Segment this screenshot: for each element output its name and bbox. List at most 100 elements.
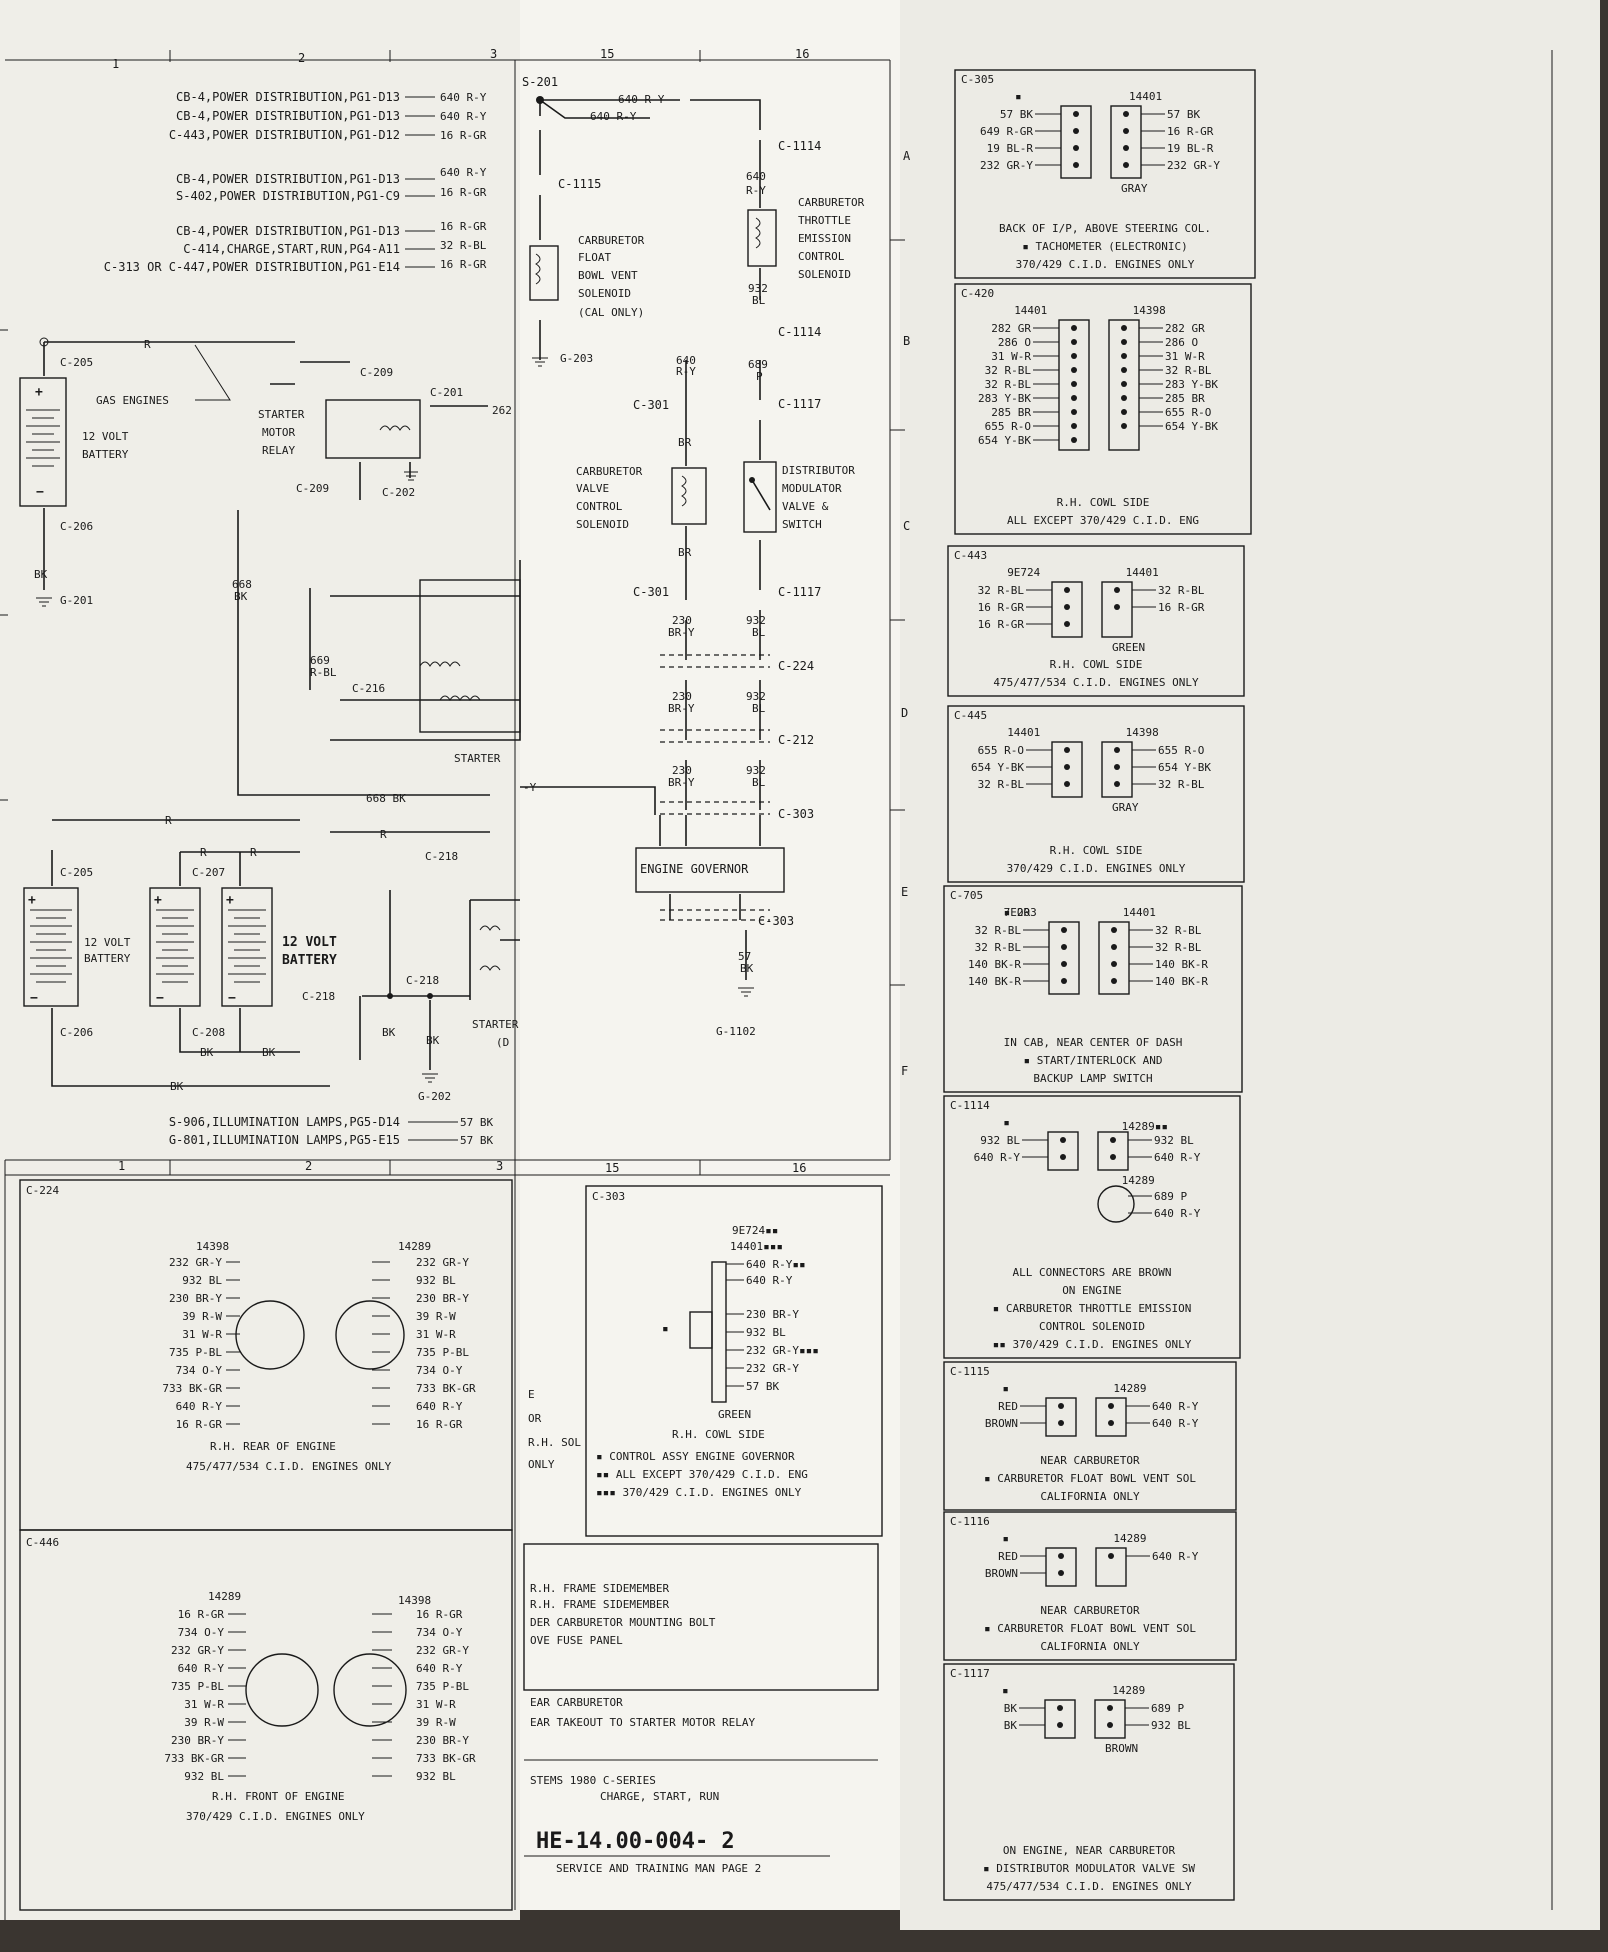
connector-label: C-1114 [778,325,821,339]
wire-label: 32 R-BL [985,364,1032,377]
svg-text:ONLY: ONLY [528,1458,555,1471]
connector-location: R.H. COWL SIDE [672,1428,765,1441]
wire-label: 282 GR [1165,322,1205,335]
svg-text:▪▪▪ 370/429 C.I.D. ENGINES ONL: ▪▪▪ 370/429 C.I.D. ENGINES ONLY [596,1486,802,1499]
connector-label: C-209 [296,482,329,495]
wire-label: 655 R-O [978,744,1024,757]
wire-label: 230 BR-Y [169,1292,222,1305]
footnote-mark: ▪ [1015,90,1022,103]
wire-label: 640 R-Y▪▪ [746,1258,806,1271]
connector-note: ▪ CARBURETOR THROTTLE EMISSION [993,1302,1192,1315]
wire-label: 31 W-R [416,1698,456,1711]
connector-note: NEAR CARBURETOR [1040,1454,1140,1467]
connector-label: C-218 [425,850,458,863]
wire-label: 262 [492,404,512,417]
svg-text:OVE FUSE PANEL: OVE FUSE PANEL [530,1634,623,1647]
svg-text:OR: OR [528,1412,542,1425]
part-number: 14401 [1123,906,1156,919]
wire-label: 31 W-R [1165,350,1205,363]
part-number: 9E724 [1007,566,1040,579]
component-label: STARTER [258,408,305,421]
grid-row-label: E [901,885,908,899]
wire-label: 689 P [1154,1190,1187,1203]
wire-label: 230 BR-Y [416,1734,469,1747]
connector-note: 475/477/534 C.I.D. ENGINES ONLY [993,676,1199,689]
svg-text:+: + [226,893,234,908]
connector-label: C-216 [352,682,385,695]
component-label: CONTROL [798,250,845,263]
power-ref-label: CB-4,POWER DISTRIBUTION,PG1-D13 [176,224,400,238]
wire-label: 640 R-Y [176,1400,223,1413]
connector-label: C-209 [360,366,393,379]
wire-label: 283 Y-BK [1165,378,1218,391]
connector-color: GREEN [1112,641,1145,654]
connector-note: ALL EXCEPT 370/429 C.I.D. ENG [1007,514,1199,527]
wire-label: 32 R-BL [978,584,1025,597]
wire-label: 932 BL [416,1274,456,1287]
wire-label: -Y [523,781,537,794]
connector-note: 370/429 C.I.D. ENGINES ONLY [1007,862,1186,875]
footnote-mark: ▪ [1002,1382,1009,1395]
connector-label: C-206 [60,1026,93,1039]
wire-label: 640 R-Y [590,110,637,123]
wire-label: 640 R-Y [746,1274,793,1287]
wire-label: 734 O-Y [178,1626,225,1639]
wire-label: 16 R-GR [978,618,1025,631]
battery-label: BATTERY [82,448,129,461]
part-number: 7E203 [1004,906,1037,919]
connector-id: C-303 [592,1190,625,1203]
wire-label: 640 R-Y [178,1662,225,1675]
wire-label: R-Y [676,365,696,378]
component-label: SOLENOID [576,518,629,531]
svg-text:BK: BK [740,962,754,975]
svg-text:▪ CONTROL ASSY ENGINE GOVERNOR: ▪ CONTROL ASSY ENGINE GOVERNOR [596,1450,795,1463]
wire-label: 19 BL-R [1167,142,1214,155]
wire-label: 932 BL [182,1274,222,1287]
wire-label: 16 R-GR [1167,125,1214,138]
connector-note: 475/477/534 C.I.D. ENGINES ONLY [986,1880,1192,1893]
component-label: BOWL VENT [578,269,638,282]
main-schematic: S-201 640 R-Y 640 R-Y C-1115 C-1114 C-11… [19,75,865,1147]
ground-label: G-203 [560,352,593,365]
component-label: VALVE [576,482,609,495]
wire-label: 668 [232,578,252,591]
svg-text:230: 230 [672,690,692,703]
wire-label: 57 BK [1000,108,1033,121]
partial-notes: E OR R.H. SOL ONLY [528,1388,581,1471]
wire-label: 640 R-Y [440,91,487,104]
component-label: SOLENOID [798,268,851,281]
svg-text:932: 932 [746,764,766,777]
svg-text:57: 57 [738,950,751,963]
wire-label: 640 R-Y [416,1662,463,1675]
svg-text:BK: BK [262,1046,276,1059]
connector-location: R.H. FRONT OF ENGINE [212,1790,344,1803]
power-ref-label: CB-4,POWER DISTRIBUTION,PG1-D13 [176,109,400,123]
wire-label: 640 R-Y [1152,1550,1199,1563]
connector-id: C-446 [26,1536,59,1549]
svg-text:BL: BL [752,776,766,789]
wire-label: 19 BL-R [987,142,1034,155]
svg-text:230: 230 [672,614,692,627]
wire-label: 655 R-O [985,420,1031,433]
wire-label: 16 R-GR [416,1608,463,1621]
component-label: MODULATOR [782,482,842,495]
wire-label: 232 GR-Y [171,1644,224,1657]
wire-label: 932 BL [980,1134,1020,1147]
wire-label: 232 GR-Y [169,1256,222,1269]
wire-label: 32 R-BL [978,778,1025,791]
connector-label: C-303 [778,807,814,821]
wire-label: 285 BR [1165,392,1205,405]
wire-label: 57 BK [1167,108,1200,121]
wire-label: 140 BK-R [1155,958,1208,971]
wire-label: 669 [310,654,330,667]
connector-note: ON ENGINE [1062,1284,1122,1297]
part-number: 14289 [1113,1532,1146,1545]
wire-label: 16 R-GR [440,186,487,199]
wire-label: 640 R-Y [1154,1151,1201,1164]
power-ref-label: C-313 OR C-447,POWER DISTRIBUTION,PG1-E1… [104,260,400,274]
part-number: 14401 [1126,566,1159,579]
footnote-mark: ▪ [1003,1116,1010,1129]
connector-label: C-202 [382,486,415,499]
